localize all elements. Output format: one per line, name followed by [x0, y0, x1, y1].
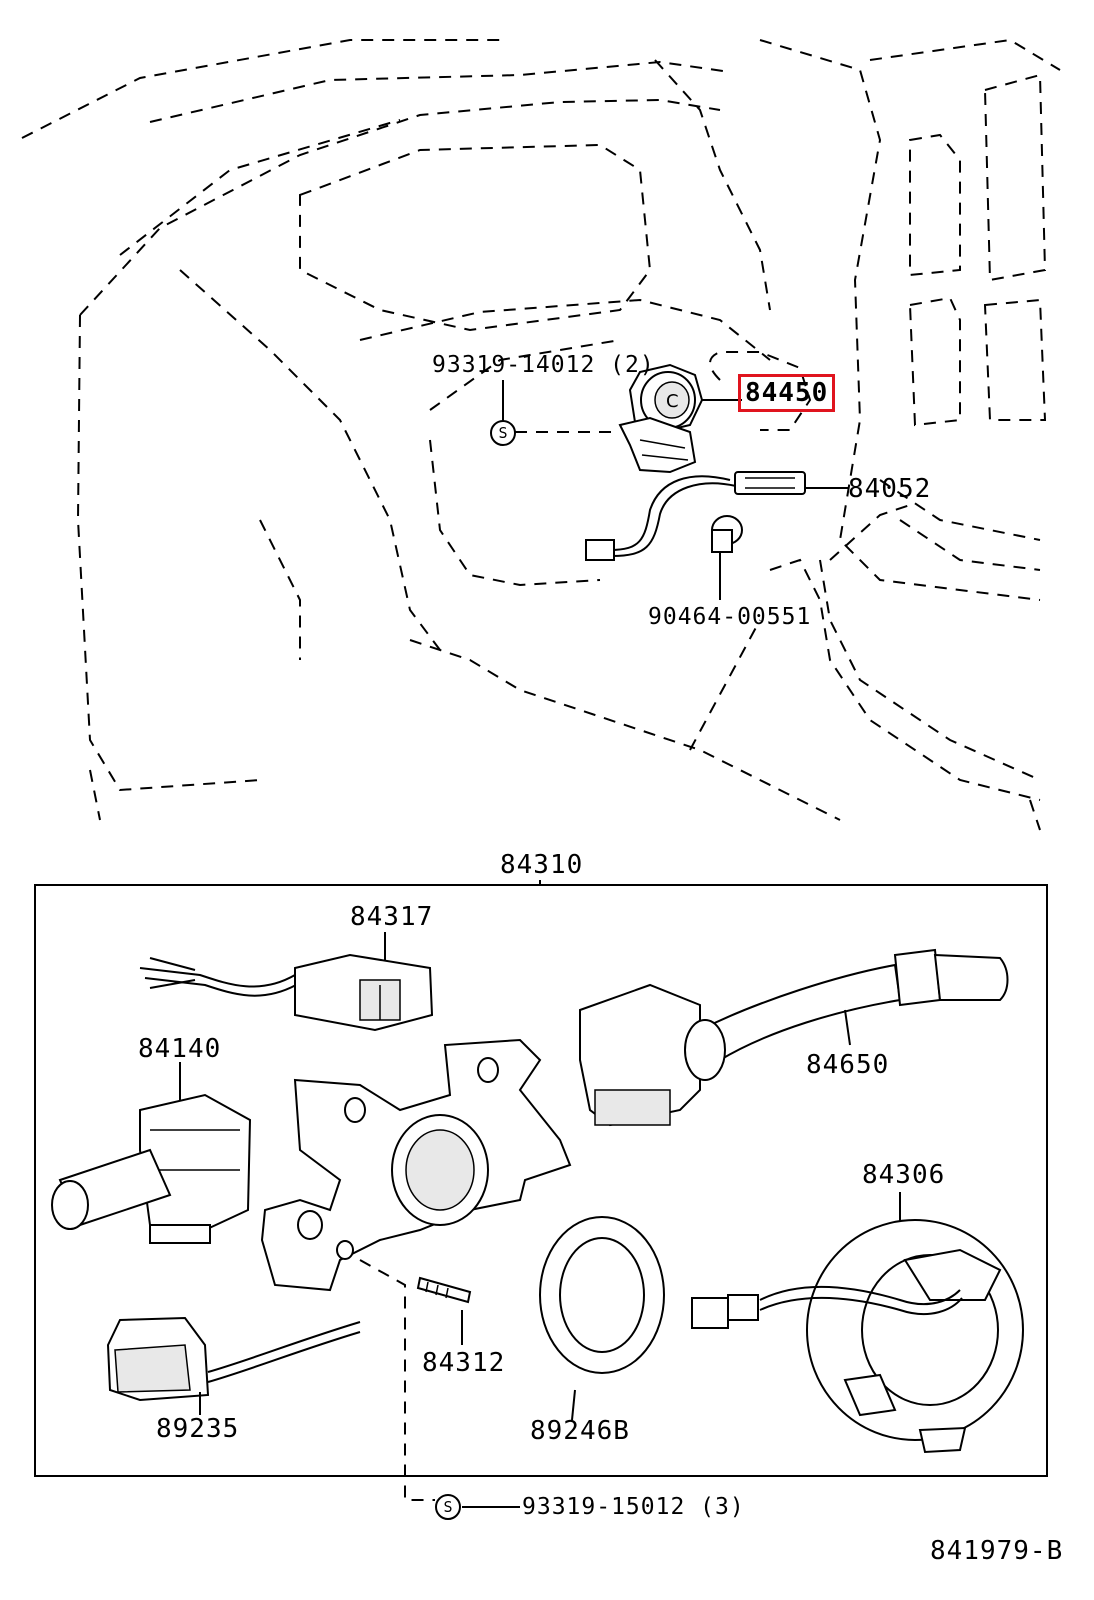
wiper-switch-drawing [579, 948, 1009, 1127]
label-harness: 84052 [848, 474, 932, 504]
clamp-drawing [711, 515, 743, 600]
label-pin: 84312 [422, 1348, 506, 1378]
dashboard-outline [21, 38, 1061, 831]
connector-drawing [139, 932, 434, 1032]
harness-drawing [585, 471, 848, 561]
label-combination-switch: 84310 [500, 850, 584, 880]
key-cylinder-glyph: C [666, 391, 679, 412]
cruise-switch-drawing [106, 1316, 361, 1415]
label-connector: 84317 [350, 902, 434, 932]
label-assy-screw: 93319-15012 (3) [522, 1494, 745, 1520]
spiral-cable-drawing [691, 1192, 1024, 1454]
ignition-switch-drawing: C [618, 351, 812, 474]
ring-drawing [539, 1216, 665, 1421]
drawing-number: 841979-B [930, 1536, 1064, 1566]
switch-body-drawing [260, 1038, 572, 1501]
screw-symbol-top: S [490, 420, 516, 446]
screw-symbol-bottom: S [435, 1494, 461, 1520]
label-clamp: 90464-00551 [648, 604, 812, 630]
label-spiral-cable: 84306 [862, 1160, 946, 1190]
label-ignition-screw: 93319-14012 (2) [432, 352, 655, 378]
assembly-frame [34, 884, 1048, 1477]
label-ignition-switch: 84450 [745, 378, 829, 408]
headlight-switch-drawing [51, 1062, 252, 1244]
label-ring: 89246B [530, 1416, 630, 1446]
label-wiper-switch: 84650 [806, 1050, 890, 1080]
pin-drawing [416, 1276, 472, 1345]
label-cruise-switch: 89235 [156, 1414, 240, 1444]
label-headlight-switch: 84140 [138, 1034, 222, 1064]
highlight-box-84450[interactable]: 84450 [738, 374, 836, 412]
